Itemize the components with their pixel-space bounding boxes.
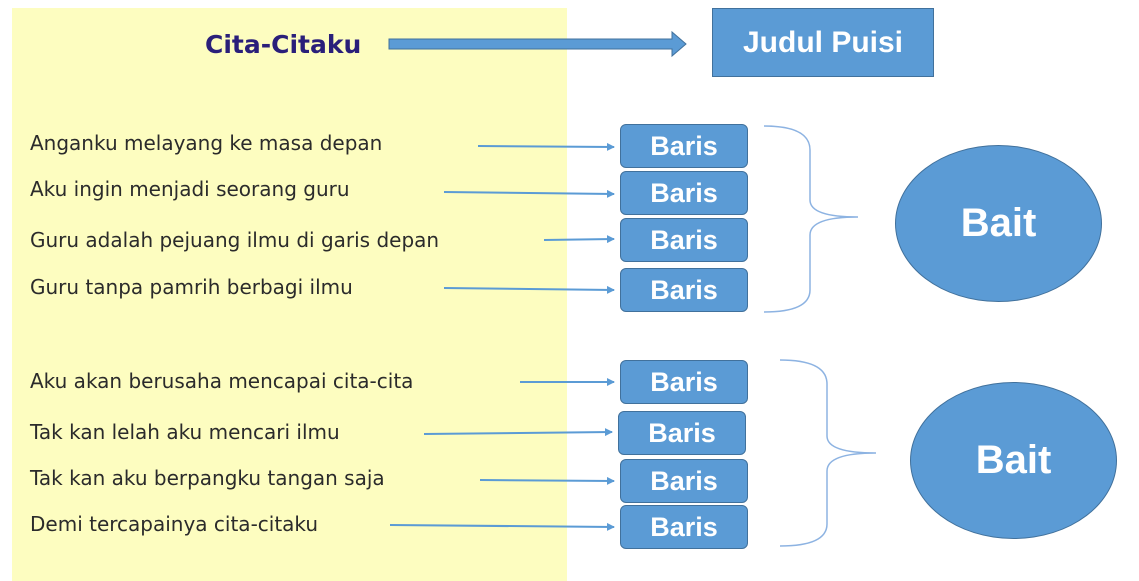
line-label-box-4: Baris	[620, 268, 748, 312]
line-arrow-6	[423, 428, 613, 437]
line-arrow-1	[477, 142, 615, 151]
line-label-box-1: Baris	[620, 124, 748, 168]
line-arrow-3	[543, 235, 615, 244]
title-arrow	[388, 30, 687, 58]
poem-line-4: Guru tanpa pamrih berbagi ilmu	[30, 275, 353, 299]
poem-line-3: Guru adalah pejuang ilmu di garis depan	[30, 228, 440, 252]
poem-line-7: Tak kan aku berpangku tangan saja	[30, 466, 385, 490]
poem-line-1: Anganku melayang ke masa depan	[30, 131, 383, 155]
stanza-brace-1	[763, 125, 859, 313]
line-label-box-8: Baris	[620, 505, 748, 549]
line-label-box-2: Baris	[620, 171, 748, 215]
poem-title: Cita-Citaku	[205, 30, 362, 59]
stanza-label-ellipse-1: Bait	[895, 145, 1102, 302]
line-arrow-4	[443, 285, 615, 294]
stanza-label-ellipse-2: Bait	[910, 382, 1117, 539]
line-label-box-7: Baris	[620, 459, 748, 503]
line-arrow-8	[389, 522, 615, 531]
poem-line-2: Aku ingin menjadi seorang guru	[30, 177, 350, 201]
stanza-brace-2	[779, 359, 877, 547]
line-arrow-7	[479, 476, 615, 485]
line-label-box-3: Baris	[620, 218, 748, 262]
line-label-box-6: Baris	[618, 411, 746, 455]
poem-line-5: Aku akan berusaha mencapai cita-cita	[30, 369, 414, 393]
poem-line-8: Demi tercapainya cita-citaku	[30, 512, 319, 536]
line-arrow-2	[443, 189, 615, 198]
poem-panel	[12, 8, 567, 581]
poem-line-6: Tak kan lelah aku mencari ilmu	[30, 420, 340, 444]
title-label-box: Judul Puisi	[712, 8, 934, 77]
line-label-box-5: Baris	[620, 360, 748, 404]
